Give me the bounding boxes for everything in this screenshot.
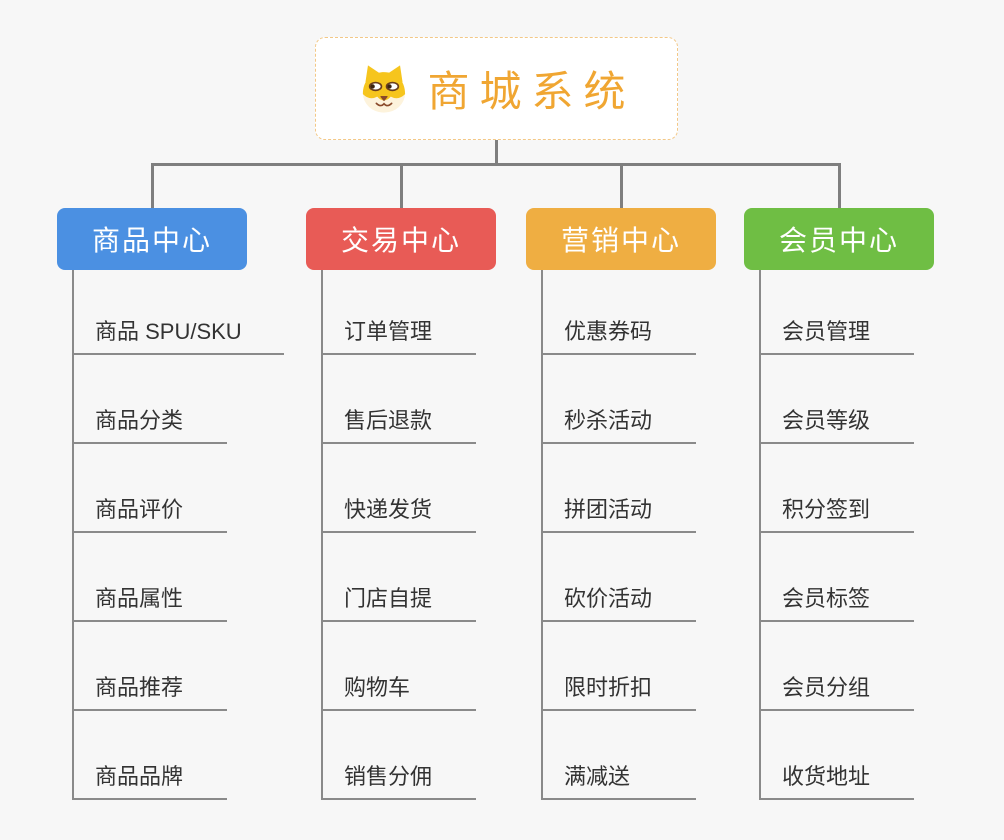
leaf-node[interactable]: 商品属性 xyxy=(72,533,227,622)
leaf-node[interactable]: 会员管理 xyxy=(759,270,914,355)
connector-drop-products xyxy=(150,163,154,211)
branch-spine-products xyxy=(72,270,74,800)
leaf-node[interactable]: 优惠券码 xyxy=(541,270,696,355)
leaf-column-trade: 订单管理 售后退款 快递发货 门店自提 购物车 销售分佣 xyxy=(321,270,476,800)
root-node[interactable]: 商城系统 xyxy=(315,37,678,140)
leaf-node[interactable]: 限时折扣 xyxy=(541,622,696,711)
leaf-node[interactable]: 商品评价 xyxy=(72,444,227,533)
leaf-column-products: 商品 SPU/SKU 商品分类 商品评价 商品属性 商品推荐 商品品牌 xyxy=(72,270,284,800)
leaf-node[interactable]: 售后退款 xyxy=(321,355,476,444)
leaf-node[interactable]: 会员标签 xyxy=(759,533,914,622)
branch-spine-members xyxy=(759,270,761,800)
leaf-node[interactable]: 满减送 xyxy=(541,711,696,800)
leaf-node[interactable]: 订单管理 xyxy=(321,270,476,355)
branch-node-marketing[interactable]: 营销中心 xyxy=(526,208,716,270)
leaf-node[interactable]: 秒杀活动 xyxy=(541,355,696,444)
branch-node-trade[interactable]: 交易中心 xyxy=(306,208,496,270)
leaf-node[interactable]: 门店自提 xyxy=(321,533,476,622)
leaf-node[interactable]: 购物车 xyxy=(321,622,476,711)
root-connector-stem xyxy=(495,140,498,166)
connector-drop-trade xyxy=(399,163,403,211)
leaf-node[interactable]: 销售分佣 xyxy=(321,711,476,800)
connector-drop-members xyxy=(837,163,841,211)
branch-spine-marketing xyxy=(541,270,543,800)
dog-face-icon xyxy=(363,64,406,113)
leaf-node[interactable]: 商品分类 xyxy=(72,355,227,444)
leaf-node[interactable]: 砍价活动 xyxy=(541,533,696,622)
leaf-node[interactable]: 商品品牌 xyxy=(72,711,227,800)
leaf-node[interactable]: 商品 SPU/SKU xyxy=(72,270,284,355)
leaf-node[interactable]: 商品推荐 xyxy=(72,622,227,711)
leaf-node[interactable]: 拼团活动 xyxy=(541,444,696,533)
connector-drop-marketing xyxy=(619,163,623,211)
leaf-node[interactable]: 会员等级 xyxy=(759,355,914,444)
leaf-column-marketing: 优惠券码 秒杀活动 拼团活动 砍价活动 限时折扣 满减送 xyxy=(541,270,696,800)
leaf-node[interactable]: 收货地址 xyxy=(759,711,914,800)
branch-spine-trade xyxy=(321,270,323,800)
leaf-node[interactable]: 快递发货 xyxy=(321,444,476,533)
root-title: 商城系统 xyxy=(427,68,636,115)
connector-rail xyxy=(150,163,841,166)
branch-node-members[interactable]: 会员中心 xyxy=(744,208,934,270)
leaf-node[interactable]: 积分签到 xyxy=(759,444,914,533)
branch-node-products[interactable]: 商品中心 xyxy=(57,208,247,270)
leaf-node[interactable]: 会员分组 xyxy=(759,622,914,711)
leaf-column-members: 会员管理 会员等级 积分签到 会员标签 会员分组 收货地址 xyxy=(759,270,914,800)
